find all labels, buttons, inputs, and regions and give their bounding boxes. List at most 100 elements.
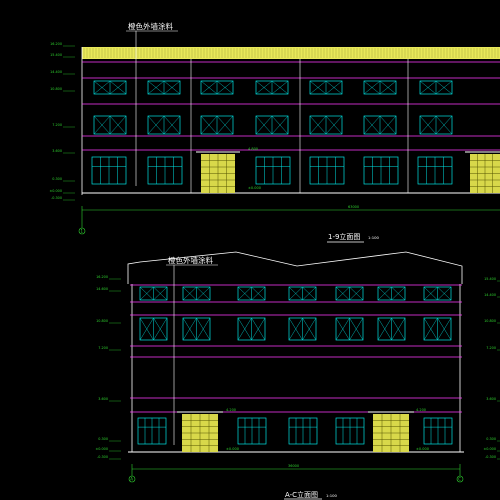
- bottom-window-f3-brace: [349, 286, 364, 301]
- bottom-axis-bubble-a: [128, 475, 136, 483]
- top-door-label: 4.800: [248, 147, 258, 151]
- bottom-window-f2-brace: [377, 317, 392, 341]
- top-window-f2-brace: [435, 115, 453, 135]
- bottom-window-f3-brace: [437, 286, 452, 301]
- bottom-level-label-right: 14.400: [484, 293, 496, 297]
- bottom-window-f2-brace: [288, 317, 303, 341]
- bottom-window-f2-brace: [391, 317, 406, 341]
- bottom-level-label: -0.300: [97, 455, 108, 459]
- bottom-window-f2-brace: [153, 317, 168, 341]
- top-window-f2-brace: [216, 115, 234, 135]
- top-title: 1-9立面图: [328, 232, 360, 241]
- top-window-f3-brace: [109, 80, 127, 95]
- top-window-f3-brace: [435, 80, 453, 95]
- top-scale: 1:100: [368, 235, 380, 240]
- bottom-window-f3-brace: [182, 286, 197, 301]
- bottom-axis-bubble-c: [456, 475, 464, 483]
- top-window-f2-brace: [93, 115, 111, 135]
- bottom-level-label-right: 3.600: [486, 397, 496, 401]
- top-window-f2-brace: [309, 115, 327, 135]
- top-window-f2-brace: [109, 115, 127, 135]
- top-elevation: 橙色外墙涂料 4.800 ±0.000 16.20015.40014.40010…: [49, 21, 500, 243]
- bottom-window-f3-brace: [302, 286, 317, 301]
- bottom-window-f2-brace: [349, 317, 364, 341]
- top-window-f3-brace: [163, 80, 181, 95]
- top-window-f3-brace: [93, 80, 111, 95]
- bottom-title: A-C立面图: [285, 490, 318, 499]
- top-window-f2-brace: [363, 115, 381, 135]
- top-level-label: 0.300: [52, 177, 62, 181]
- top-door-label: ±0.000: [248, 186, 261, 190]
- bottom-level-label: 10.800: [96, 319, 108, 323]
- top-window-f2-brace: [147, 115, 165, 135]
- bottom-window-f3-brace: [196, 286, 211, 301]
- bottom-window-f3-brace: [237, 286, 252, 301]
- bottom-window-f3-brace: [251, 286, 266, 301]
- top-annotation: 橙色外墙涂料: [128, 21, 173, 31]
- bottom-window-f2-brace: [302, 317, 317, 341]
- bottom-window-f2-brace: [335, 317, 350, 341]
- top-window-f3-brace: [147, 80, 165, 95]
- bottom-level-label-right: -0.300: [485, 455, 496, 459]
- bottom-level-label: 0.300: [98, 437, 108, 441]
- top-window-f3-brace: [216, 80, 234, 95]
- top-axis-label: 1: [81, 229, 84, 234]
- bottom-door-label: 4.200: [416, 408, 426, 412]
- top-window-f3-brace: [200, 80, 218, 95]
- bottom-level-label-right: ±0.000: [483, 447, 496, 451]
- bottom-door-label: ±0.000: [416, 447, 429, 451]
- top-window-f2-brace: [325, 115, 343, 135]
- bottom-window-f2-brace: [182, 317, 197, 341]
- top-level-label: 15.400: [50, 53, 62, 57]
- bottom-level-label-right: 0.300: [486, 437, 496, 441]
- bottom-annotation: 橙色外墙涂料: [168, 255, 213, 265]
- bottom-level-label: 16.200: [96, 275, 108, 279]
- top-window-f3-brace: [271, 80, 289, 95]
- bottom-level-label-right: 10.800: [484, 319, 496, 323]
- bottom-window-f3-brace: [139, 286, 154, 301]
- bottom-level-label-right: 7.200: [486, 346, 496, 350]
- top-total-width: 63000: [348, 205, 359, 209]
- bottom-window-f2-brace: [196, 317, 211, 341]
- top-window-f2-brace: [419, 115, 437, 135]
- bottom-elevation: 橙色外墙涂料 4.200 ±0.000 4.200 ±0.000 16.2001…: [95, 251, 500, 500]
- bottom-level-label: ±0.000: [95, 447, 108, 451]
- bottom-level-label-right: 15.400: [484, 277, 496, 281]
- bottom-door-label: ±0.000: [226, 447, 239, 451]
- bottom-window-f3-brace: [153, 286, 168, 301]
- bottom-window-f2-brace: [237, 317, 252, 341]
- top-window-f3-brace: [255, 80, 273, 95]
- top-window-f3-brace: [325, 80, 343, 95]
- bottom-level-label: 7.200: [98, 346, 108, 350]
- top-window-f2-brace: [255, 115, 273, 135]
- top-window-f3-brace: [419, 80, 437, 95]
- top-window-f2-brace: [271, 115, 289, 135]
- bottom-axis-label-c: C: [458, 477, 461, 482]
- bottom-level-label: 3.600: [98, 397, 108, 401]
- bottom-window-f3-brace: [335, 286, 350, 301]
- top-level-label: ±0.000: [49, 189, 62, 193]
- bottom-scale: 1:100: [326, 493, 338, 498]
- bottom-axis-label-a: A: [130, 477, 133, 482]
- bottom-window-f2-brace: [423, 317, 438, 341]
- bottom-window-f3-brace: [288, 286, 303, 301]
- bottom-level-label: 14.600: [96, 287, 108, 291]
- top-window-f3-brace: [379, 80, 397, 95]
- top-level-label: 7.200: [52, 123, 62, 127]
- bottom-window-f2-brace: [437, 317, 452, 341]
- bottom-window-f2-brace: [251, 317, 266, 341]
- bottom-window-f3-brace: [377, 286, 392, 301]
- top-axis-bubble: [78, 227, 86, 235]
- top-level-label: 14.400: [50, 70, 62, 74]
- top-level-label: 3.600: [52, 149, 62, 153]
- bottom-roof-profile: [127, 251, 463, 284]
- top-window-f3-brace: [363, 80, 381, 95]
- top-level-label: 10.800: [50, 87, 62, 91]
- bottom-window-f2-brace: [139, 317, 154, 341]
- top-level-label: 16.200: [50, 42, 62, 46]
- bottom-window-f3-brace: [423, 286, 438, 301]
- bottom-window-f3-brace: [391, 286, 406, 301]
- top-window-f2-brace: [379, 115, 397, 135]
- top-window-f2-brace: [163, 115, 181, 135]
